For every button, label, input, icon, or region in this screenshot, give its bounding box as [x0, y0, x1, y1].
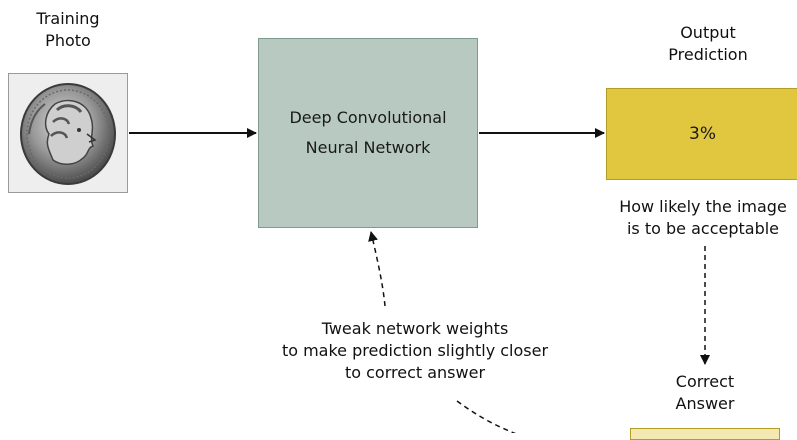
feedback-tail: [456, 400, 517, 433]
tweak-caption: Tweak network weights to make prediction…: [281, 319, 549, 382]
neural-network-label: Deep Convolutional Neural Network: [289, 108, 447, 157]
output-prediction-label: Output Prediction: [668, 23, 748, 64]
coin-photo-icon: [20, 83, 116, 185]
feedback-arrow: [368, 231, 386, 307]
correct-answer-label: Correct Answer: [675, 372, 735, 413]
training-photo: [8, 73, 128, 193]
prediction-box: 3%: [606, 88, 797, 180]
training-photo-label: Training Photo: [36, 9, 100, 50]
likelihood-caption: How likely the image is to be acceptable: [619, 197, 787, 238]
neural-network-box: Deep Convolutional Neural Network: [258, 38, 478, 228]
prediction-value: 3%: [689, 124, 716, 144]
